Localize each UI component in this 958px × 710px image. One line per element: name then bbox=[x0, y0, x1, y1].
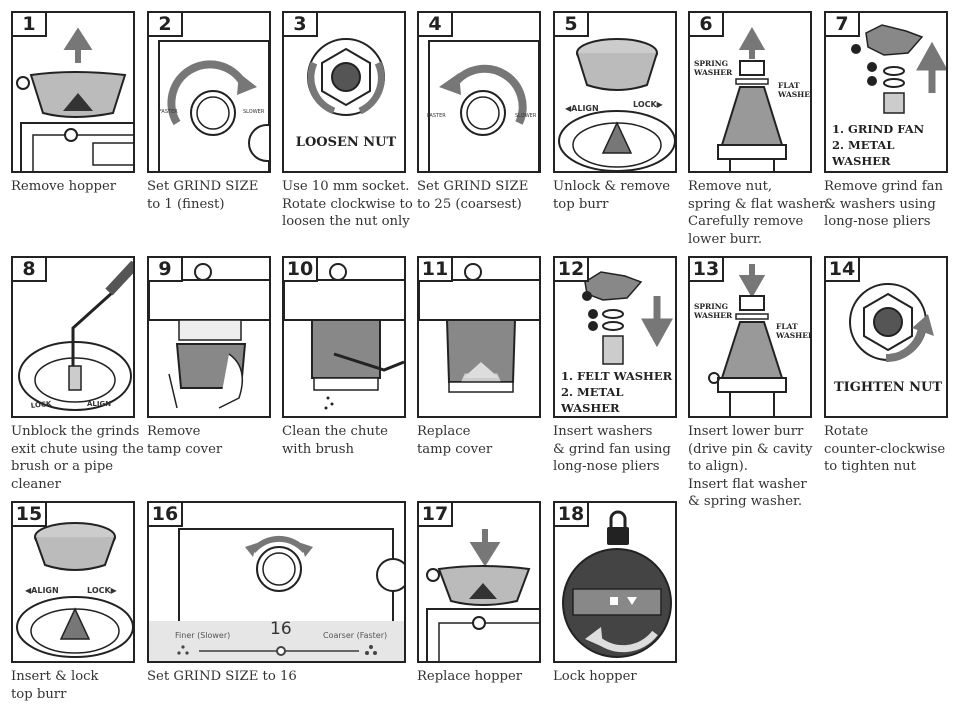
step-panel-5: ◀ALIGN LOCK▶ 5 bbox=[553, 11, 677, 173]
svg-text:LOCK: LOCK bbox=[30, 400, 52, 410]
step-panel-18: 18 bbox=[553, 501, 677, 663]
replace-tamp-cover-illustration bbox=[419, 263, 539, 393]
svg-text:LOCK▶: LOCK▶ bbox=[633, 100, 664, 109]
remove-tamp-cover-illustration bbox=[149, 263, 269, 409]
grind-dial-coarsest-illustration: FASTER SLOWER bbox=[427, 40, 539, 171]
tighten-nut-illustration bbox=[849, 283, 934, 363]
step-caption-10: Clean the chute with brush bbox=[282, 424, 388, 457]
remove-hopper-illustration bbox=[16, 27, 133, 171]
step-caption-14: Rotate counter-clockwise to tighten nut bbox=[824, 424, 946, 474]
step-caption-16: Set GRIND SIZE to 16 bbox=[147, 669, 297, 684]
step-number: 4 bbox=[419, 13, 453, 37]
step-number: 15 bbox=[13, 503, 47, 527]
step-caption-3: Use 10 mm socket. Rotate clockwise to lo… bbox=[282, 179, 413, 229]
clean-chute-illustration bbox=[284, 263, 404, 410]
grind-fan-list: 1. GRIND FAN 2. METAL WASHER 3. FELT WAS… bbox=[832, 122, 943, 171]
grind-coarser-label: Coarser (Faster) bbox=[323, 631, 388, 640]
svg-text:SLOWER: SLOWER bbox=[243, 109, 265, 115]
replace-hopper-illustration bbox=[426, 529, 539, 661]
svg-text:◀ALIGN: ◀ALIGN bbox=[565, 104, 599, 113]
svg-text:LOCK▶: LOCK▶ bbox=[87, 586, 118, 595]
step-panel-14: TIGHTEN NUT 14 bbox=[824, 256, 948, 418]
step-number: 18 bbox=[555, 503, 589, 527]
step-panel-6: SPRING WASHER FLAT WASHER 6 bbox=[688, 11, 812, 173]
svg-text:FASTER: FASTER bbox=[159, 109, 178, 115]
insert-grind-fan-illustration bbox=[582, 271, 673, 365]
step-panel-4: FASTER SLOWER 4 bbox=[417, 11, 541, 173]
step-number: 8 bbox=[13, 258, 47, 282]
tighten-nut-label: TIGHTEN NUT bbox=[833, 380, 943, 395]
insert-lower-burr-illustration bbox=[708, 264, 787, 416]
step-caption-7: Remove grind fan & washers using long-no… bbox=[824, 179, 943, 229]
step-caption-4: Set GRIND SIZE to 25 (coarsest) bbox=[417, 179, 529, 212]
svg-text:ALIGN: ALIGN bbox=[87, 400, 111, 408]
svg-text:SLOWER: SLOWER bbox=[515, 113, 537, 119]
step-number: 1 bbox=[13, 13, 47, 37]
spring-washer-label-13: SPRING WASHER bbox=[694, 302, 733, 320]
step-number: 9 bbox=[149, 258, 183, 282]
step-caption-5: Unlock & remove top burr bbox=[553, 179, 671, 212]
unblock-chute-illustration: LOCK ALIGN bbox=[18, 260, 133, 411]
step-number: 11 bbox=[419, 258, 453, 282]
step-caption-1: Remove hopper bbox=[11, 179, 117, 194]
flat-washer-label-13: FLAT WASHER bbox=[776, 322, 812, 340]
step-panel-7: 1. GRIND FAN 2. METAL WASHER 3. FELT WAS… bbox=[824, 11, 948, 173]
washer-order-list: 1. FELT WASHER 2. METAL WASHER 3. GRIND … bbox=[561, 369, 673, 415]
step-number: 17 bbox=[419, 503, 453, 527]
step-number: 12 bbox=[555, 258, 589, 282]
step-panel-2: FASTER SLOWER 2 bbox=[147, 11, 271, 173]
step-panel-15: ◀ALIGN LOCK▶ 15 bbox=[11, 501, 135, 663]
step-number: 14 bbox=[826, 258, 860, 282]
remove-grind-fan-illustration bbox=[851, 24, 946, 114]
grind-value: 16 bbox=[270, 619, 292, 639]
spring-washer-label: SPRING WASHER bbox=[694, 59, 733, 77]
step-panel-12: 1. FELT WASHER 2. METAL WASHER 3. GRIND … bbox=[553, 256, 677, 418]
grind-finer-label: Finer (Slower) bbox=[175, 631, 231, 640]
step-caption-8: Unblock the grinds exit chute using the … bbox=[11, 424, 144, 492]
step-panel-11: 11 bbox=[417, 256, 541, 418]
step-caption-9: Remove tamp cover bbox=[147, 424, 223, 457]
step-number: 10 bbox=[284, 258, 318, 282]
step-number: 6 bbox=[690, 13, 724, 37]
step-panel-16: Finer (Slower) 16 Coarser (Faster) 16 bbox=[147, 501, 406, 663]
step-panel-10: 10 bbox=[282, 256, 406, 418]
step-panel-8: LOCK ALIGN 8 bbox=[11, 256, 135, 418]
loosen-nut-illustration bbox=[307, 38, 385, 116]
step-number: 3 bbox=[284, 13, 318, 37]
insert-top-burr-illustration: ◀ALIGN LOCK▶ bbox=[16, 522, 133, 658]
step-number: 16 bbox=[149, 503, 183, 527]
step-caption-17: Replace hopper bbox=[417, 669, 523, 684]
step-panel-13: SPRING WASHER FLAT WASHER 13 bbox=[688, 256, 812, 418]
step-number: 13 bbox=[690, 258, 724, 282]
step-number: 7 bbox=[826, 13, 860, 37]
remove-nut-burr-illustration bbox=[717, 26, 787, 171]
step-caption-11: Replace tamp cover bbox=[417, 424, 493, 457]
step-caption-6: Remove nut, spring & flat washer. Carefu… bbox=[688, 179, 829, 247]
step-panel-3: LOOSEN NUT 3 bbox=[282, 11, 406, 173]
step-number: 5 bbox=[555, 13, 589, 37]
step-caption-15: Insert & lock top burr bbox=[11, 669, 99, 702]
lock-hopper-illustration bbox=[562, 510, 672, 658]
grind-dial-finest-illustration: FASTER SLOWER bbox=[158, 40, 269, 171]
unlock-top-burr-illustration: ◀ALIGN LOCK▶ bbox=[558, 38, 675, 171]
step-panel-17: 17 bbox=[417, 501, 541, 663]
grind-size-16-illustration bbox=[149, 528, 404, 661]
step-caption-13: Insert lower burr (drive pin & cavity to… bbox=[688, 424, 813, 509]
step-caption-12: Insert washers & grind fan using long-no… bbox=[553, 424, 671, 474]
svg-text:FASTER: FASTER bbox=[427, 113, 446, 119]
step-panel-1: 1 bbox=[11, 11, 135, 173]
svg-text:◀ALIGN: ◀ALIGN bbox=[25, 586, 59, 595]
step-caption-18: Lock hopper bbox=[553, 669, 637, 684]
flat-washer-label: FLAT WASHER bbox=[778, 81, 810, 99]
step-number: 2 bbox=[149, 13, 183, 37]
step-panel-9: 9 bbox=[147, 256, 271, 418]
step-caption-2: Set GRIND SIZE to 1 (finest) bbox=[147, 179, 259, 212]
loosen-nut-label: LOOSEN NUT bbox=[295, 135, 397, 150]
